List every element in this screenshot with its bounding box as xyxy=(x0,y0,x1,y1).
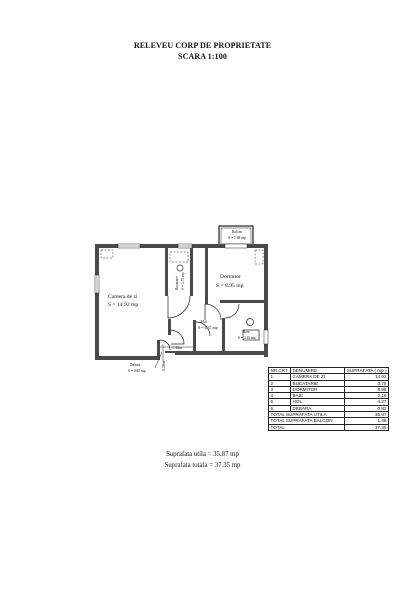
row-area: 14.92 xyxy=(344,373,389,381)
table-row: 5 HOL 4.27 xyxy=(267,398,389,406)
total-label: TOTAL SUPRAFATA UTILA xyxy=(267,411,346,419)
row-area: 4.27 xyxy=(344,398,389,406)
col-header-denumire: DENUMIRE xyxy=(290,366,346,375)
col-header-nr: NR.CRT. xyxy=(267,366,292,375)
row-name: HOL xyxy=(290,398,346,406)
hol-label: Hol xyxy=(201,319,208,324)
total-value: 35.87 xyxy=(344,411,389,419)
table-row: 3 DORMITOR 8.95 xyxy=(267,385,389,394)
table-row: 1 CAMERA DE ZI 14.92 xyxy=(267,373,389,381)
row-area: 3.16 xyxy=(344,392,389,400)
hol-area: S = 4.37 mp xyxy=(198,325,218,330)
total-label: TOTAL xyxy=(267,423,346,431)
row-name: BAIE xyxy=(290,392,346,400)
door-swings xyxy=(159,295,240,351)
camera-label: Camera de zi xyxy=(108,294,138,300)
dim-height: 0.56m xyxy=(161,360,166,371)
area-totala: Suprafata totala = 37.35 mp xyxy=(164,462,241,469)
balcon-label: Balcon xyxy=(232,230,242,234)
dormitor-label: Dormitor xyxy=(220,274,241,280)
table-row: 6 DEBARA 0.82 xyxy=(267,404,389,413)
row-area: 0.82 xyxy=(344,404,389,413)
total-label: TOTAL SUPRAFATA BALCON xyxy=(267,417,346,425)
total-row: TOTAL SUPRAFATA UTILA 35.87 xyxy=(267,411,389,419)
row-name: DEBARA xyxy=(290,404,346,413)
bucatarie-label: Bucatarie xyxy=(175,276,179,290)
dormitor-area: S = 8.95 mp xyxy=(216,283,244,289)
col-header-suprafata: SUPRAFATA ( mp ) xyxy=(344,366,389,375)
total-value: 37.35 xyxy=(344,423,389,431)
baie-area: S = 3.16 mp xyxy=(238,336,256,340)
area-table: NR.CRT. DENUMIRE SUPRAFATA ( mp ) 1 CAME… xyxy=(267,366,389,431)
table-header-row: NR.CRT. DENUMIRE SUPRAFATA ( mp ) xyxy=(267,366,389,375)
row-area: 8.95 xyxy=(344,385,389,394)
document-title: RELEVEU CORP DE PROPRIETATE xyxy=(133,41,272,50)
row-name: BUCATARIE xyxy=(290,379,346,387)
table-row: 4 BAIE 3.16 xyxy=(267,392,389,400)
dim-width: 1.46m xyxy=(172,345,183,350)
interior-walls xyxy=(157,248,268,360)
balcon-area: S = 1.48 mp xyxy=(228,236,246,240)
area-utila: Suprafata utila = 35.87 mp xyxy=(166,451,239,458)
debara-area: S = 0.82 mp xyxy=(128,369,146,373)
row-name: DORMITOR xyxy=(290,385,346,394)
document-scale: SCARA 1:100 xyxy=(178,52,227,61)
row-name: CAMERA DE ZI xyxy=(290,373,346,381)
row-area: 3.75 xyxy=(344,379,389,387)
total-value: 1.48 xyxy=(344,417,389,425)
total-row: TOTAL SUPRAFATA BALCON 1.48 xyxy=(267,417,389,425)
camera-area: S = 14.92 mp xyxy=(108,302,138,308)
bucatarie-area: S = 3.75 mp xyxy=(181,272,185,290)
baie-label: Baie xyxy=(243,330,250,334)
debara-label: Debara xyxy=(130,363,141,367)
total-row: TOTAL 37.35 xyxy=(267,423,389,431)
table-row: 2 BUCATARIE 3.75 xyxy=(267,379,389,387)
